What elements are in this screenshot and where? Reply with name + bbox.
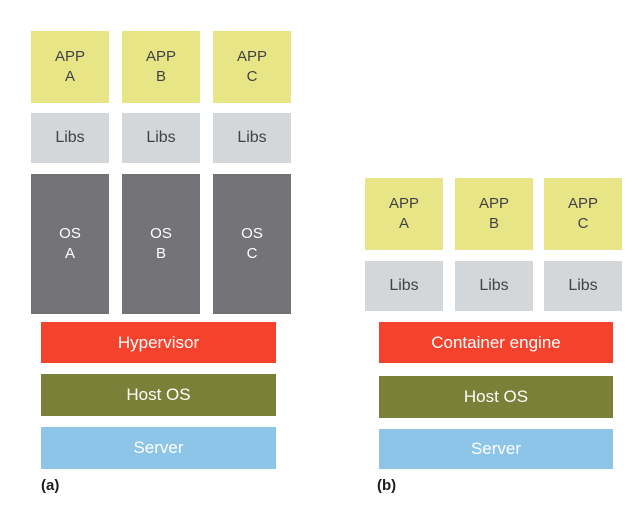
diagram-a-host-os-layer: Host OS [41,374,276,416]
diagram-b-libs-box-1: Libs [365,261,443,311]
diagram-a-os-c-box: OS C [213,174,291,314]
diagram-a-os-b-box: OS B [122,174,200,314]
diagram-b-host-os-layer: Host OS [379,376,613,418]
diagram-b-server-layer: Server [379,429,613,469]
diagram-a-libs-box-2: Libs [122,113,200,163]
diagram-a-libs-box-1: Libs [31,113,109,163]
diagram-a-server-layer: Server [41,427,276,469]
diagram-a-app-a-box: APP A [31,31,109,103]
diagram-b-libs-box-3: Libs [544,261,622,311]
diagram-a-os-a-box: OS A [31,174,109,314]
diagram-b-caption: (b) [377,477,397,494]
diagram-b-app-a-box: APP A [365,178,443,250]
container-engine-layer: Container engine [379,322,613,363]
hypervisor-layer: Hypervisor [41,322,276,363]
diagram-a-app-b-box: APP B [122,31,200,103]
diagram-b-app-b-box: APP B [455,178,533,250]
diagram-a-libs-box-3: Libs [213,113,291,163]
diagram-a-caption: (a) [41,477,60,494]
diagram-b-libs-box-2: Libs [455,261,533,311]
diagram-a-app-c-box: APP C [213,31,291,103]
diagram-b-app-c-box: APP C [544,178,622,250]
